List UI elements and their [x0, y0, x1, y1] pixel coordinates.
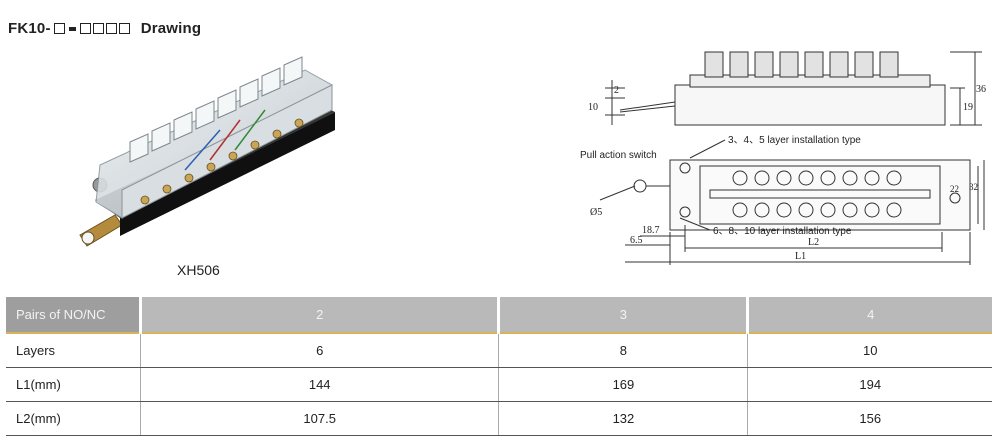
dim-32: 32 — [969, 182, 978, 192]
dim-19: 19 — [963, 102, 973, 113]
table-cell: 169 — [498, 367, 749, 402]
header-col-4: 4 — [747, 297, 992, 333]
dim-36: 36 — [976, 84, 986, 95]
dim-6-5: 6.5 — [630, 235, 643, 246]
table-cell: 156 — [747, 401, 992, 436]
dim-22: 22 — [950, 184, 959, 194]
table-cell: 144 — [140, 367, 500, 402]
dim-10: 10 — [588, 102, 598, 113]
table-cell: 194 — [747, 367, 992, 402]
header-col-2: 2 — [140, 297, 501, 333]
row-label: L2(mm) — [6, 401, 141, 436]
row-label: Layers — [6, 333, 141, 368]
row-label: L1(mm) — [6, 367, 141, 402]
header-col-3: 3 — [498, 297, 750, 333]
table-cell: 10 — [747, 333, 992, 368]
table-header-row: Pairs of NO/NC 2 3 4 — [6, 297, 992, 333]
table-cell: 132 — [498, 401, 749, 436]
title-suffix: Drawing — [140, 20, 202, 37]
model-code-placeholder — [53, 23, 131, 34]
dim-l2: L2 — [808, 237, 819, 248]
table-row: L2(mm) 107.5 132 156 — [6, 401, 992, 436]
table-cell: 8 — [498, 333, 749, 368]
table-row: L1(mm) 144 169 194 — [6, 367, 992, 402]
label-6-8-10-install: 6、8、10 layer installation type — [713, 226, 852, 237]
header-pairs: Pairs of NO/NC — [6, 297, 142, 333]
product-photo — [79, 56, 335, 247]
technical-drawing: 2 10 19 36 22 32 Ø5 18.7 6.5 L2 L1 3、4、5… — [580, 51, 986, 265]
dim-2: 2 — [614, 85, 619, 96]
spec-table: Pairs of NO/NC 2 3 4 Layers 6 8 10 L1(mm… — [6, 297, 992, 436]
table-cell: 6 — [140, 333, 500, 368]
table-cell: 107.5 — [140, 401, 500, 436]
page-title: FK10- Drawing — [8, 20, 201, 37]
dim-l1: L1 — [795, 251, 806, 262]
photo-caption: XH506 — [177, 262, 220, 278]
label-3-4-5-install: 3、4、5 layer installation type — [728, 135, 861, 146]
dim-18-7: 18.7 — [642, 225, 660, 236]
table-row: Layers 6 8 10 — [6, 333, 992, 368]
title-prefix: FK10- — [8, 20, 51, 37]
label-pull-action: Pull action switch — [580, 150, 657, 161]
dim-phi5: Ø5 — [590, 207, 602, 218]
